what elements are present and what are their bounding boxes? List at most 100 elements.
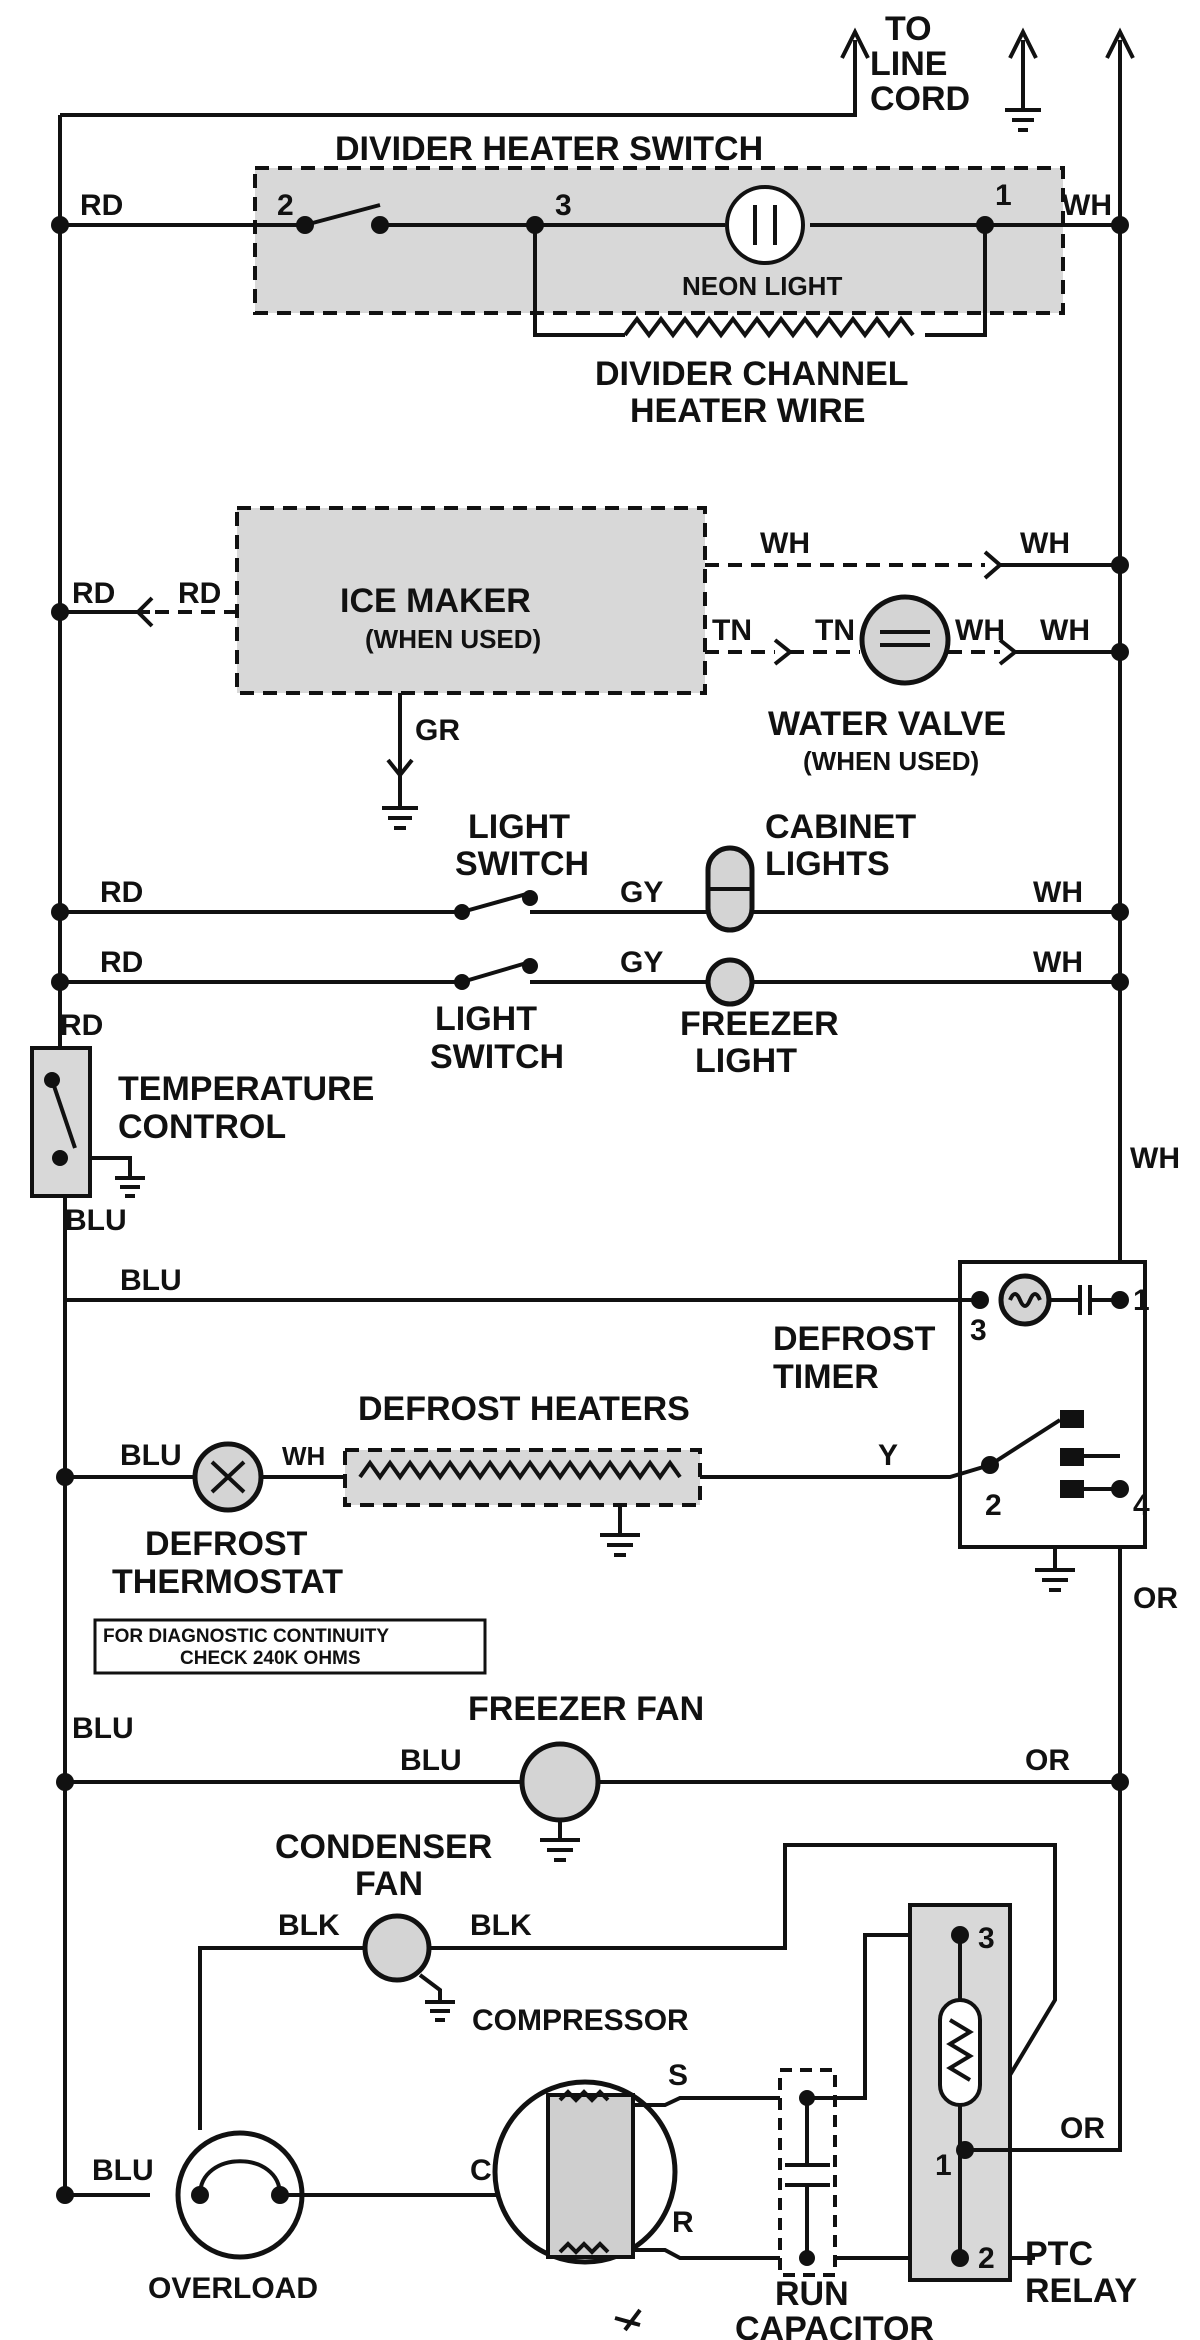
neon-light-label: NEON LIGHT <box>682 271 842 301</box>
junction-dot <box>191 2186 209 2204</box>
junction-dot <box>971 1291 989 1309</box>
junction-dot <box>51 973 69 991</box>
junction-dot <box>56 2186 74 2204</box>
defrost-thermostat-symbol <box>210 1460 246 1494</box>
wire-label-blu: BLU <box>120 1264 182 1297</box>
water-valve-when-used: (WHEN USED) <box>803 746 979 776</box>
freezer-fan-motor <box>519 1741 601 1823</box>
defrost-heaters-label: DEFROST HEATERS <box>358 1390 690 1428</box>
wire-label-blu: BLU <box>92 2154 154 2187</box>
timer-contact-lower <box>1060 1480 1084 1498</box>
wire-label-blu: BLU <box>72 1712 134 1745</box>
run-capacitor-plates <box>785 2163 830 2187</box>
cabinet-lights-label-2: LIGHTS <box>765 845 890 883</box>
line-cord-label-1: TO <box>885 10 932 48</box>
overload-label: OVERLOAD <box>148 2272 318 2305</box>
divider-heater-loop <box>533 225 987 337</box>
ptc-thermistor-coil <box>946 2018 974 2082</box>
compressor-ground <box>614 2308 642 2332</box>
timer-terminal-4: 4 <box>1133 1489 1150 1522</box>
wire-label-rd: RD <box>100 876 143 909</box>
water-valve-coil <box>880 630 930 647</box>
timer-ground-symbol <box>1035 1568 1075 1592</box>
ice-maker-wh-connector <box>983 550 1004 580</box>
switch-terminal-2: 2 <box>277 189 294 222</box>
temperature-control-ground-wire <box>90 1156 132 1178</box>
freezer-light-label-2: LIGHT <box>695 1042 797 1080</box>
light-switch-top-blade <box>461 891 531 914</box>
condenser-fan-ground-wire <box>418 1973 442 2002</box>
divider-heater-switch-box <box>253 166 1065 315</box>
wire-label-gy: GY <box>620 946 663 979</box>
timer-switch-blade <box>988 1418 1062 1467</box>
run-capacitor-label-2: CAPACITOR <box>735 2310 934 2340</box>
condenser-fan-ground-symbol <box>425 2000 455 2022</box>
timer-contact-middle <box>1060 1448 1084 1466</box>
defrost-thermostat-label-2: THERMOSTAT <box>112 1563 343 1601</box>
line-cord-arrow <box>840 27 870 59</box>
defrost-y-wire <box>700 1463 991 1479</box>
temperature-control-ground-symbol <box>115 1176 145 1198</box>
junction-dot <box>454 974 470 990</box>
junction-dot <box>56 1468 74 1486</box>
ptc-relay-or-wire <box>965 1780 1122 2152</box>
junction-dot <box>51 216 69 234</box>
temperature-control-label-2: CONTROL <box>118 1108 286 1146</box>
timer-motor-coil <box>1008 1292 1042 1308</box>
junction-dot <box>1111 216 1129 234</box>
neon-light-electrodes <box>753 205 777 245</box>
neon-light-lamp <box>725 185 805 265</box>
junction-dot <box>51 603 69 621</box>
junction-dot <box>526 216 544 234</box>
ice-maker-ground-connector <box>386 758 414 779</box>
junction-dot <box>44 1072 60 1088</box>
junction-dot <box>1111 973 1129 991</box>
wire-label-wh: WH <box>1130 1142 1180 1175</box>
wire-label-rd: RD <box>60 1009 103 1042</box>
temperature-control-blade <box>50 1079 77 1149</box>
wire-label-wh: WH <box>1040 614 1090 647</box>
timer-terminal-3: 3 <box>970 1314 987 1347</box>
wire-label-wh: WH <box>955 614 1005 647</box>
wire-label-rd: RD <box>100 946 143 979</box>
relay-terminal-2: 2 <box>978 2242 995 2275</box>
junction-dot <box>522 958 538 974</box>
wire-label-blk: BLK <box>470 1909 532 1942</box>
ice-maker-label: ICE MAKER <box>340 582 531 620</box>
defrost-timer-label-2: TIMER <box>773 1358 879 1396</box>
switch-terminal-1: 1 <box>995 179 1012 212</box>
defrost-heater-ground-symbol <box>600 1533 640 1557</box>
freezer-light-label-1: FREEZER <box>680 1005 839 1043</box>
wire-label-rd: RD <box>178 577 221 610</box>
relay-terminal-3: 3 <box>978 1922 995 1955</box>
overload-element <box>198 2159 282 2196</box>
junction-dot <box>56 1773 74 1791</box>
ptc-thermistor <box>938 1998 982 2107</box>
compressor-windings <box>546 2093 635 2259</box>
junction-dot <box>951 2249 969 2267</box>
timer-capacitor-plates <box>1078 1285 1092 1315</box>
condenser-fan-motor <box>362 1913 432 1983</box>
junction-dot <box>1111 1480 1129 1498</box>
run-capacitor-label-1: RUN <box>775 2275 849 2313</box>
light-switch-top-label-1: LIGHT <box>468 808 570 846</box>
wire-label-rd: RD <box>80 189 123 222</box>
wire-label-wh: WH <box>1062 189 1112 222</box>
junction-dot <box>1111 556 1129 574</box>
wire-label-blu: BLU <box>120 1439 182 1472</box>
diagnostic-note-line-2: CHECK 240K OHMS <box>180 1648 361 1669</box>
wire-label-or: OR <box>1133 1582 1178 1615</box>
junction-dot <box>454 904 470 920</box>
wire-label-wh: WH <box>1033 946 1083 979</box>
divider-channel-heater-coil <box>623 315 915 339</box>
ptc-relay-label-1: PTC <box>1025 2235 1093 2273</box>
timer-terminal-2: 2 <box>985 1489 1002 1522</box>
divider-channel-label-1: DIVIDER CHANNEL <box>595 355 909 393</box>
switch-terminal-3: 3 <box>555 189 572 222</box>
wire-label-wh: WH <box>282 1441 325 1471</box>
timer-contact-upper <box>1060 1410 1084 1428</box>
timer-motor <box>998 1273 1052 1327</box>
line-cord-wire <box>60 40 857 117</box>
compressor-terminal-s: S <box>668 2059 688 2092</box>
